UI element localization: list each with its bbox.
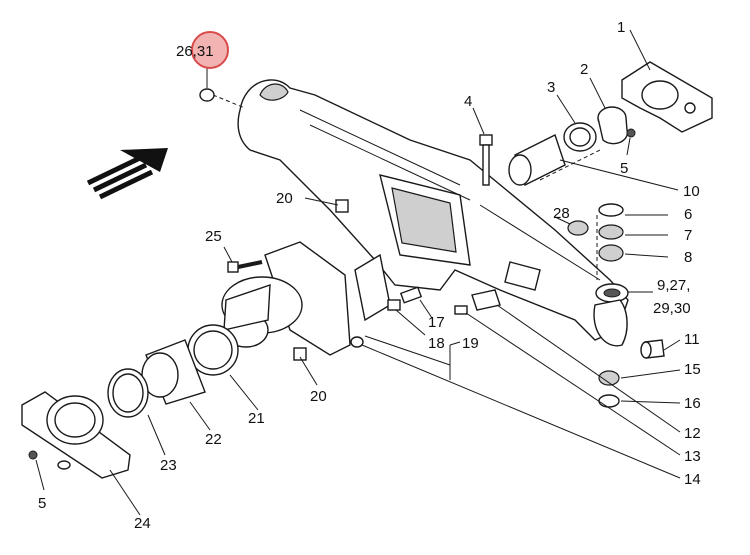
callout-3: 3 (547, 79, 555, 96)
highlight-circle (191, 31, 229, 69)
callout-8: 8 (684, 249, 692, 266)
part-4-bolt (479, 134, 493, 186)
callout-25: 25 (205, 228, 222, 245)
callout-14: 14 (684, 471, 701, 488)
callout-29-30: 29,30 (653, 300, 691, 317)
callout-18: 18 (428, 335, 445, 352)
part-13-bolt (454, 305, 468, 315)
part-6-washer (598, 203, 624, 217)
part-3-ring-inner (569, 127, 591, 147)
part-1-bracket (621, 61, 713, 133)
axle-housing (237, 79, 629, 347)
callout-22: 22 (205, 431, 222, 448)
callout-labels: 1 2 3 4 5 10 28 6 7 8 9,27, 29,30 11 15 … (38, 19, 701, 532)
part-5-bolt-upper (626, 128, 636, 138)
callout-12: 12 (684, 425, 701, 442)
axis-line-bearing (212, 94, 246, 109)
callout-20-lower: 20 (310, 388, 327, 405)
part-8-bushing (598, 244, 624, 262)
callout-13: 13 (684, 448, 701, 465)
part-16-washer (598, 394, 620, 408)
part-22-sleeve (141, 339, 206, 405)
part-2-bushing (597, 106, 629, 145)
callout-17: 17 (428, 314, 445, 331)
part-20-plug-lower (293, 347, 307, 361)
part-20-plug-upper (335, 199, 349, 213)
callout-19: 19 (462, 335, 479, 352)
callout-23: 23 (160, 457, 177, 474)
leader-lines (35, 29, 681, 516)
callout-2: 2 (580, 61, 588, 78)
callout-21: 21 (248, 410, 265, 427)
callout-15: 15 (684, 361, 701, 378)
part-24-bracket (21, 391, 131, 479)
callout-9-27: 9,27, (657, 277, 690, 294)
center-bracket (350, 253, 423, 348)
part-12-plate (471, 289, 501, 311)
callout-10: 10 (683, 183, 700, 200)
part-26-31-seal (199, 88, 215, 102)
part-28-seal (567, 220, 589, 236)
part-5-bolt-lower (28, 450, 38, 460)
callout-6: 6 (684, 206, 692, 223)
callout-26-31: 26,31 (176, 43, 214, 60)
part-7-seal (598, 224, 624, 240)
direction-arrow (86, 148, 168, 200)
callout-11: 11 (684, 331, 700, 348)
part-23-ring-inner (112, 373, 144, 413)
callout-7: 7 (684, 227, 692, 244)
front-cover-housing (221, 241, 351, 356)
part-21-ring-inner (193, 330, 233, 370)
part-25-bolt (227, 260, 263, 273)
callout-4: 4 (464, 93, 472, 110)
part-11-pin (640, 339, 665, 359)
part-15-bearing (598, 370, 620, 386)
callout-20-upper: 20 (276, 190, 293, 207)
callout-16: 16 (684, 395, 701, 412)
part-10-sleeve (508, 134, 566, 186)
callout-5-lower: 5 (38, 495, 46, 512)
callout-28: 28 (553, 205, 570, 222)
callout-5-upper: 5 (620, 160, 628, 177)
callout-24: 24 (134, 515, 151, 532)
callout-1: 1 (617, 19, 625, 36)
